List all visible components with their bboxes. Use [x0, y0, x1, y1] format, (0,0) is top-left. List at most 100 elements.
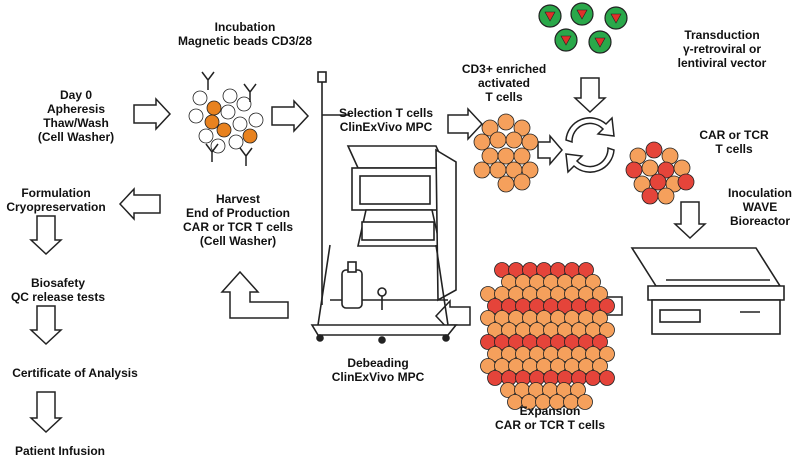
- car-tcr-cell: [641, 187, 659, 205]
- harvest-line-4: (Cell Washer): [199, 234, 277, 248]
- selection-line-1: Selection T cells: [338, 106, 434, 120]
- bead-cell: [216, 122, 232, 138]
- car-tcr-cell: [641, 159, 659, 177]
- clinexvivo-mpc-device: [310, 71, 458, 344]
- inoculation-line-2: WAVE: [742, 200, 778, 214]
- car-tcr-line-1: CAR or TCR: [699, 128, 769, 142]
- car-tcr-cell: [649, 173, 667, 191]
- incubation-line-1: Incubation: [214, 20, 276, 34]
- virus-core-icon: [544, 11, 556, 22]
- bead-cell: [192, 90, 208, 106]
- expansion-cell: [599, 370, 615, 386]
- wave-bioreactor-device: [630, 247, 785, 335]
- debeading-line-1: Debeading: [347, 356, 409, 370]
- expansion-cell: [570, 382, 586, 398]
- selection-line-2: ClinExVivo MPC: [339, 120, 433, 134]
- enriched-cell: [473, 133, 491, 151]
- expansion-cells-cluster: [480, 262, 615, 410]
- expansion-cell: [599, 298, 615, 314]
- bead-cell: [228, 134, 244, 150]
- inoculation-line-1: Inoculation: [728, 186, 792, 200]
- transduction-line-3: lentiviral vector: [677, 56, 767, 70]
- enriched-cell: [497, 147, 515, 165]
- expansion-cell: [592, 358, 608, 374]
- arrow-enriched-to-cycle: [537, 133, 563, 167]
- expansion-cell: [487, 370, 503, 386]
- enriched-cell: [497, 113, 515, 131]
- car-tcr-label: CAR or TCR T cells: [694, 128, 774, 156]
- car-tcr-cell: [625, 161, 643, 179]
- bead-cell: [220, 104, 236, 120]
- infusion-line-1: Patient Infusion: [15, 444, 105, 458]
- transduction-line-2: γ-retroviral or: [682, 42, 762, 56]
- expansion-cell: [599, 346, 615, 362]
- arrow-debeading-to-harvest: [220, 270, 289, 319]
- bead-cell: [222, 88, 238, 104]
- harvest-label: Harvest End of Production CAR or TCR T c…: [168, 192, 308, 248]
- bead-cell: [206, 100, 222, 116]
- bead-cell: [232, 116, 248, 132]
- day0-line-3: Thaw/Wash: [43, 116, 109, 130]
- enriched-cell: [473, 161, 491, 179]
- debeading-label: Debeading ClinExVivo MPC: [318, 356, 438, 384]
- enriched-label: CD3+ enriched activated T cells: [452, 62, 556, 104]
- viral-vector-icons: [538, 2, 628, 54]
- enriched-cell: [489, 131, 507, 149]
- antibody-icon: [239, 147, 253, 166]
- enriched-cell: [521, 161, 539, 179]
- arrow-harvest-to-formulation: [118, 187, 161, 221]
- enriched-cell: [505, 131, 523, 149]
- arrow-biosafety-to-certificate: [29, 305, 63, 346]
- bead-cell: [248, 112, 264, 128]
- expansion-label: Expansion CAR or TCR T cells: [480, 404, 620, 432]
- expansion-line-1: Expansion: [519, 404, 581, 418]
- biosafety-line-2: QC release tests: [10, 290, 106, 304]
- expansion-cell: [578, 262, 594, 278]
- enriched-cell: [513, 119, 531, 137]
- transduction-line-1: Transduction: [684, 28, 760, 42]
- arrow-virus-to-transduction: [573, 77, 607, 114]
- enriched-cell: [513, 173, 531, 191]
- day0-line-4: (Cell Washer): [37, 130, 115, 144]
- arrow-selection-to-enriched: [447, 107, 484, 141]
- formulation-line-1: Formulation: [21, 186, 91, 200]
- enriched-cell: [497, 175, 515, 193]
- enriched-cell: [513, 147, 531, 165]
- expansion-cell: [592, 286, 608, 302]
- enriched-line-1: CD3+ enriched: [461, 62, 547, 76]
- bead-cell: [242, 128, 258, 144]
- formulation-line-2: Cryopreservation: [6, 200, 106, 214]
- inoculation-label: Inoculation WAVE Bioreactor: [722, 186, 798, 228]
- enriched-line-3: T cells: [485, 90, 523, 104]
- arrow-day0-to-incubation: [133, 97, 172, 131]
- car-tcr-cell: [657, 187, 675, 205]
- bead-cell: [204, 114, 220, 130]
- car-tcr-cell: [645, 141, 663, 159]
- virus-core-icon: [594, 37, 606, 48]
- inoculation-line-3: Bioreactor: [729, 214, 791, 228]
- enriched-cell: [489, 161, 507, 179]
- formulation-label: Formulation Cryopreservation: [0, 186, 112, 214]
- enriched-cell: [481, 119, 499, 137]
- expansion-cell: [592, 334, 608, 350]
- arrow-expansion-to-debeading: [434, 299, 471, 333]
- arrow-formulation-to-biosafety: [29, 215, 63, 256]
- biosafety-line-1: Biosafety: [30, 276, 86, 290]
- debeading-line-2: ClinExVivo MPC: [331, 370, 425, 384]
- expansion-cell: [585, 370, 601, 386]
- arrow-incubation-to-selection: [271, 99, 310, 133]
- day0-line-2: Apheresis: [46, 102, 106, 116]
- bead-cell: [188, 108, 204, 124]
- car-tcr-line-2: T cells: [715, 142, 753, 156]
- car-tcr-cell: [673, 159, 691, 177]
- bead-cell: [198, 128, 214, 144]
- virus-core-icon: [576, 9, 588, 20]
- infusion-label: Patient Infusion: [0, 444, 120, 458]
- car-tcr-cells-cluster: [625, 141, 695, 205]
- selection-label: Selection T cells ClinExVivo MPC: [326, 106, 446, 134]
- harvest-line-3: CAR or TCR T cells: [182, 220, 293, 234]
- arrow-certificate-to-infusion: [29, 391, 63, 434]
- bead-cell: [236, 96, 252, 112]
- virus-core-icon: [560, 35, 572, 46]
